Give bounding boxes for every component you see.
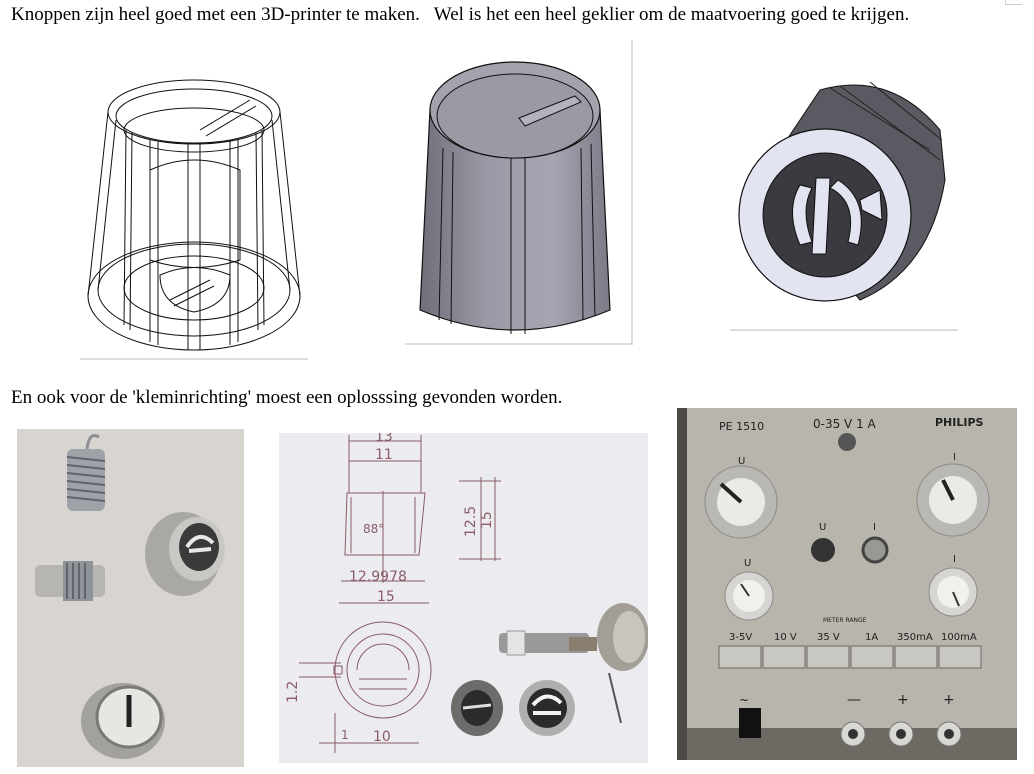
shaded-knob-figure	[405, 40, 635, 346]
knob-u-top-label: U	[738, 456, 745, 467]
psu-brand-label: PHILIPS	[935, 416, 984, 429]
voltage-fine-knob-icon	[724, 571, 774, 621]
dim-15-vertical-label: 15	[479, 511, 495, 529]
spring-icon	[66, 434, 106, 511]
current-fine-knob-icon	[928, 567, 978, 617]
knob-u-bottom-label: U	[744, 558, 751, 569]
wireframe-knob-drawing	[80, 79, 308, 360]
dim-1-2-label: 1.2	[285, 681, 301, 703]
dim-1-label: 1	[341, 728, 349, 742]
clamp-sleeve-icon	[35, 561, 105, 601]
paragraph-clamp: En ook voor de 'kleminrichting' moest ee…	[11, 387, 563, 408]
jack-u-icon	[811, 538, 835, 562]
range-label-1: 3-5V	[729, 632, 752, 643]
dim-11-label: 11	[375, 447, 393, 463]
paragraph-intro: Knoppen zijn heel goed met een 3D-printe…	[11, 4, 910, 25]
range-buttons	[718, 645, 982, 669]
dim-13-label: 13	[375, 433, 393, 445]
current-knob-icon	[916, 463, 990, 537]
range-label-6: 100mA	[941, 632, 977, 643]
clamp-parts-illustration	[17, 429, 244, 767]
clamp-parts-photo	[17, 429, 244, 767]
knob-underside-icon	[145, 512, 225, 596]
meter-range-label: METER RANGE	[823, 617, 867, 624]
jack-i-icon	[861, 536, 889, 564]
bottom-view-knob-render	[730, 81, 958, 331]
potentiometer-icon	[499, 603, 648, 724]
technical-drawing-photo: 13 11 88° 12.5 15 12.9978 15 1.2 1 10	[279, 433, 648, 763]
plus-label-1: +	[897, 692, 909, 708]
range-label-3: 35 V	[817, 632, 840, 643]
knob-top-icon	[81, 683, 165, 759]
power-switch-icon	[739, 708, 761, 738]
voltage-knob-icon	[704, 465, 778, 539]
bottom-view-knob-figure	[730, 70, 960, 332]
philips-psu-illustration: PE 1510 0-35 V 1 A PHILIPS U I U I U I M…	[677, 408, 1017, 760]
dim-15-horizontal-label: 15	[377, 589, 395, 605]
range-label-5: 350mA	[897, 632, 933, 643]
printed-knob-side-icon	[451, 680, 503, 736]
screw-icon	[838, 433, 856, 451]
dim-12-9978-label: 12.9978	[349, 569, 407, 585]
wireframe-knob-figure	[80, 60, 308, 360]
range-label-4: 1A	[865, 632, 878, 643]
philips-psu-photo: PE 1510 0-35 V 1 A PHILIPS U I U I U I M…	[677, 408, 1017, 760]
jack-i-label: I	[873, 522, 876, 533]
knob-i-top-label: I	[953, 452, 956, 463]
plus-label-2: +	[943, 692, 955, 708]
tilde-label: ~	[739, 693, 749, 707]
dim-10-label: 10	[373, 729, 391, 745]
page-corner-mark	[1005, 0, 1022, 5]
dim-88-label: 88°	[363, 522, 384, 536]
jack-u-label: U	[819, 522, 826, 533]
range-label-2: 10 V	[774, 632, 797, 643]
printed-knob-bottom-icon	[519, 680, 575, 736]
psu-model-label: PE 1510	[719, 420, 764, 433]
shaded-knob-render	[405, 40, 633, 345]
psu-rating-label: 0-35 V 1 A	[813, 417, 877, 431]
knob-i-bottom-label: I	[953, 554, 956, 565]
dim-12-5-label: 12.5	[463, 506, 479, 537]
minus-label: —	[847, 692, 861, 708]
technical-drawing-illustration: 13 11 88° 12.5 15 12.9978 15 1.2 1 10	[279, 433, 648, 763]
